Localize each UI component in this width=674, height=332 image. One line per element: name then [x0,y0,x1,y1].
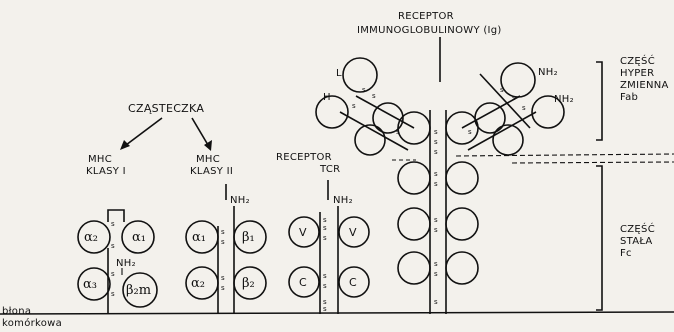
mhc-class-i: α₂ α₁ α₃ β₂m NH₂ s s s s [78,210,157,314]
tcr-nh2-text: NH₂ [333,195,353,206]
svg-text:s: s [323,234,327,242]
svg-text:s: s [323,305,327,313]
mhc2-beta2-text: β₂ [242,276,255,291]
svg-text:s: s [434,270,438,278]
svg-text:s: s [221,228,225,236]
mhc1-alpha1-text: α₁ [132,230,146,245]
fc-label-1: CZĘŚĆ [620,222,655,235]
mhc1-label-2: KLASY I [86,166,126,177]
mhc1-alpha3-text: α₃ [83,277,97,292]
svg-text:s: s [512,94,516,102]
mhc2-beta1-text: β₁ [242,230,255,245]
fab-label-2: HYPER [620,68,654,79]
svg-text:s: s [352,102,356,110]
svg-text:s: s [111,242,115,250]
arrow-left-line [126,118,162,145]
fab-brace [596,62,602,140]
tcr-label-2: TCR [319,164,340,175]
mhc2-label-2: KLASY II [190,166,233,177]
svg-text:s: s [323,216,327,224]
tcr-v-left-text: V [299,226,307,239]
fc-label-3: Fc [620,248,632,259]
svg-text:s: s [323,224,327,232]
svg-text:s: s [396,128,400,136]
svg-text:s: s [434,260,438,268]
mhc2-alpha2-text: α₂ [191,276,205,291]
svg-text:s: s [434,298,438,306]
svg-text:s: s [362,86,366,94]
mhc1-alpha2-text: α₂ [84,230,98,245]
svg-text:s: s [111,220,115,228]
fab-nh2-top: NH₂ [538,67,558,78]
tcr-receptor: NH₂ V V C C s s s s s s s [289,180,369,314]
tcr-v-right-text: V [349,226,357,239]
mhc-class-ii: NH₂ α₁ β₁ α₂ β₂ s s s s [186,184,266,314]
svg-text:s: s [434,180,438,188]
svg-text:s: s [323,272,327,280]
mhc2-alpha1-text: α₁ [192,230,206,245]
fab-label-1: CZĘŚĆ [620,54,655,67]
membrane-label-1: błona [2,306,31,317]
heavy-chain-label: H [323,92,331,103]
svg-text:s: s [221,238,225,246]
receptor-title-1: RECEPTOR [398,11,454,22]
svg-text:s: s [111,290,115,298]
svg-text:s: s [221,274,225,282]
svg-text:s: s [434,216,438,224]
svg-text:s: s [323,282,327,290]
light-chain-label: L [336,68,342,79]
mhc1-beta2m-text: β₂m [126,283,151,298]
svg-text:s: s [372,92,376,100]
mhc1-nh2-text: NH₂ [116,258,136,269]
mhc2-nh2-text: NH₂ [230,195,250,206]
membrane-label-2: komórkowa [2,317,62,329]
fab-label-3: ZMIENNA [620,80,669,91]
tcr-label-1: RECEPTOR [276,152,332,163]
arrow-left-head [120,140,130,150]
svg-text:s: s [434,128,438,136]
svg-text:s: s [434,170,438,178]
svg-text:s: s [434,148,438,156]
svg-text:s: s [468,128,472,136]
tcr-c-left-text: C [299,276,307,289]
svg-text:s: s [434,226,438,234]
molecule-label: CZĄSTECZKA [128,102,204,115]
svg-text:s: s [221,284,225,292]
svg-text:s: s [522,104,526,112]
fc-label-2: STAŁA [620,236,652,247]
fab-fc-dash-right-2 [512,162,674,163]
svg-text:s: s [500,86,504,94]
fab-nh2-right: NH₂ [554,94,574,105]
fab-fc-dash-right-1 [456,154,674,156]
mhc1-label-1: MHC [88,154,112,165]
fab-label-4: Fab [620,92,638,103]
svg-text:s: s [111,270,115,278]
mhc2-label-1: MHC [196,154,220,165]
arrow-right-line [192,118,208,145]
receptor-title-2: IMMUNOGLOBULINOWY (Ig) [357,25,502,36]
cell-membrane-line [0,312,674,314]
svg-text:s: s [434,138,438,146]
fc-brace [596,166,602,310]
tcr-c-right-text: C [349,276,357,289]
